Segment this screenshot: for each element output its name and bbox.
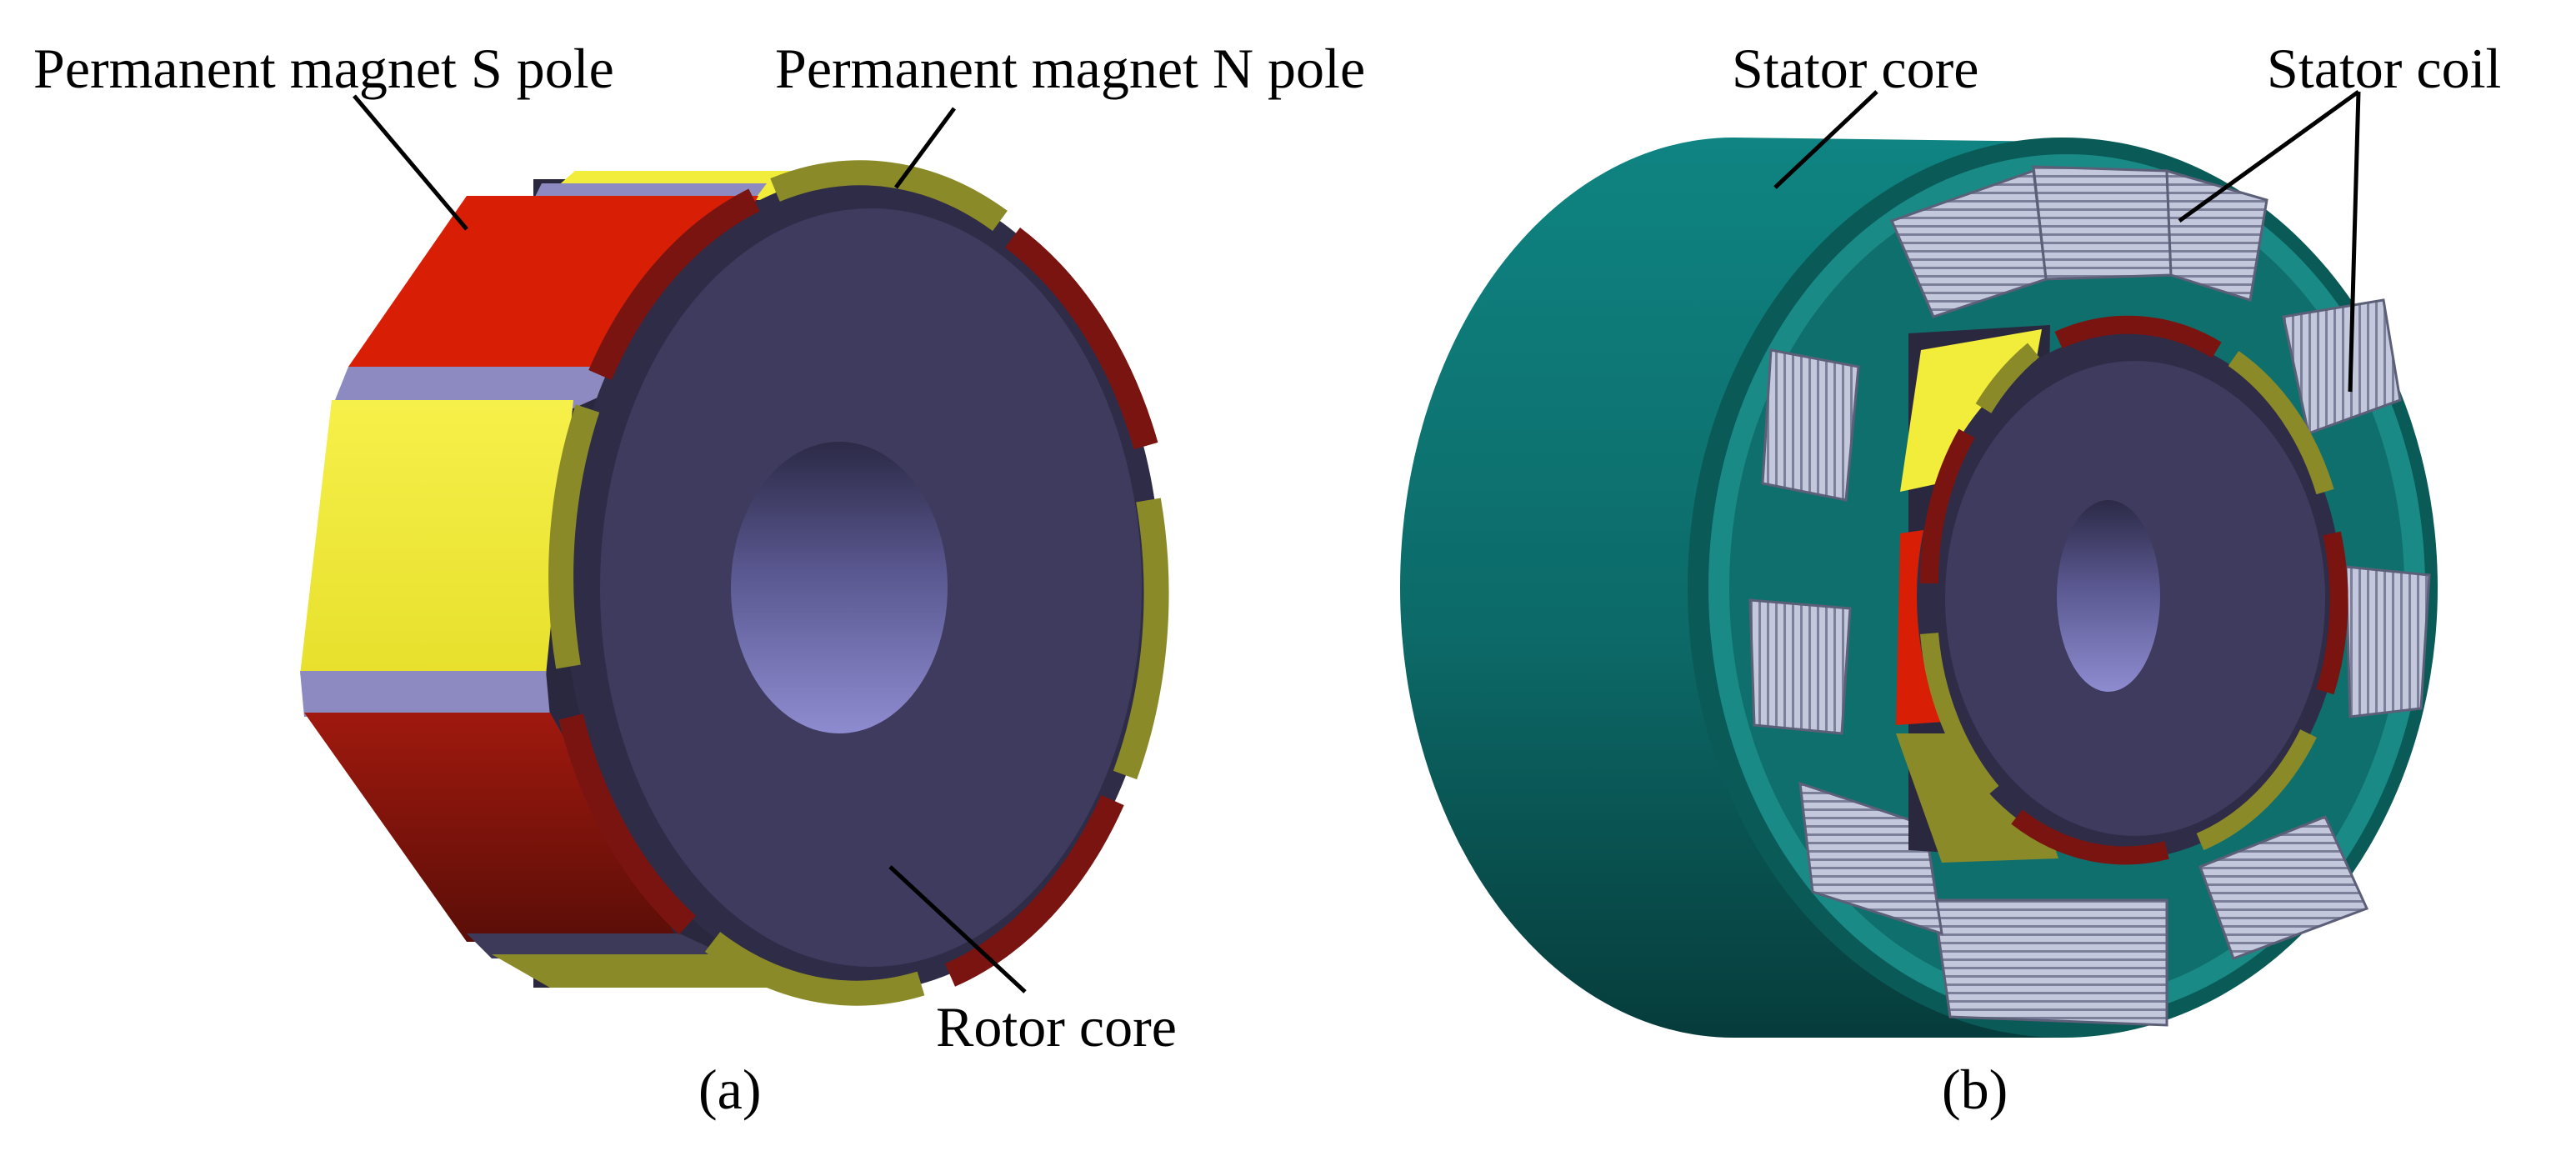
stator-coil-top-right xyxy=(2165,168,2268,302)
leader-line-rotor-core xyxy=(888,865,1027,993)
panel-label-b: (b) xyxy=(1942,1058,2008,1121)
inner-shaft-hole xyxy=(2057,500,2160,692)
magnet-n-pole-side xyxy=(300,400,573,675)
rotor-face-magnet-rim xyxy=(548,160,1169,1006)
stator-coil-left xyxy=(1748,598,1852,735)
label-rotor-core: Rotor core xyxy=(936,995,1177,1058)
stator-coil-top xyxy=(2032,165,2173,281)
leader-line-stator-coil-2 xyxy=(2348,91,2361,393)
panel-label-a: (a) xyxy=(698,1058,761,1121)
leader-line-stator-coil-1 xyxy=(2178,89,2360,223)
stator-coil-bottom-right xyxy=(2198,815,2369,960)
leader-line-n-pole xyxy=(893,107,957,189)
stator-coil-bottom xyxy=(1932,898,2168,1027)
stator-coil-right xyxy=(2344,565,2431,718)
stator-coil-right-upper xyxy=(2282,298,2402,435)
callouts-panel-a xyxy=(353,94,1027,993)
stator-coil-left-upper xyxy=(1761,348,1860,502)
label-stator-coil: Stator coil xyxy=(2267,37,2501,100)
inner-rotor xyxy=(1896,315,2348,865)
stator-assembly xyxy=(1400,138,2438,1038)
rotor-shaft-hole xyxy=(731,442,948,733)
label-stator-core: Stator core xyxy=(1732,37,1978,100)
label-permanent-magnet-n-pole: Permanent magnet N pole xyxy=(775,37,1365,100)
leader-line-s-pole xyxy=(353,94,468,231)
stator-coil-top-left xyxy=(1889,168,2048,318)
magnet-s-pole-lower xyxy=(304,713,679,942)
callouts-panel-b xyxy=(1773,89,2361,393)
stator-coil-bottom-left xyxy=(1798,781,1943,936)
rotor-assembly xyxy=(300,160,1169,1006)
stator-coils xyxy=(1748,165,2431,1027)
label-permanent-magnet-s-pole: Permanent magnet S pole xyxy=(33,37,614,100)
leader-line-stator-core xyxy=(1773,90,1878,189)
